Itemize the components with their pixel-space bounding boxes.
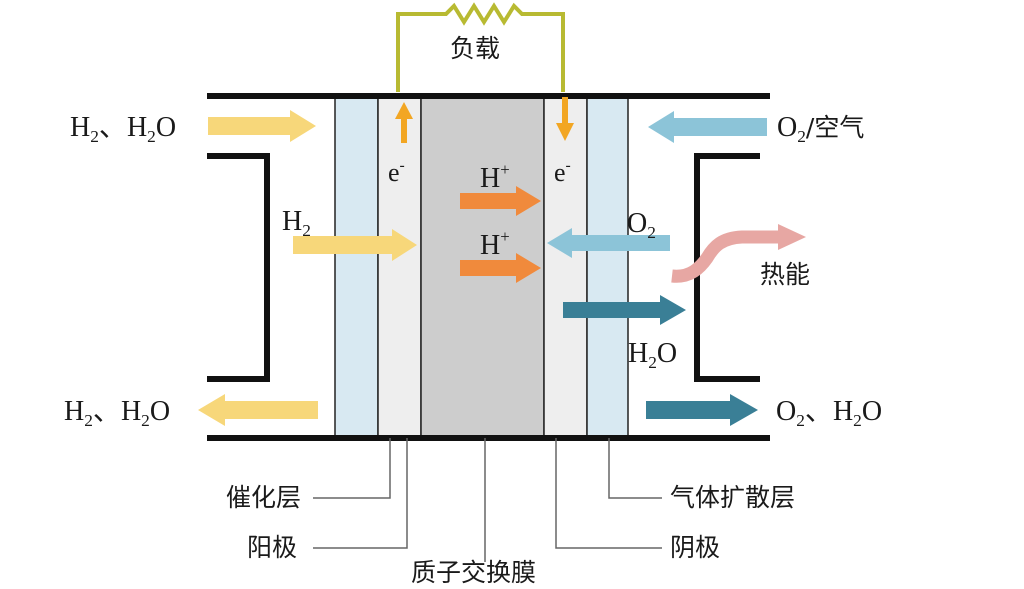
oxygen-inner-label: O2 — [627, 208, 656, 243]
anode-catalyst-layer — [377, 96, 422, 439]
anode-outlet-arrow-icon — [198, 394, 318, 426]
anode-inlet-label: H2、H2O — [70, 112, 177, 147]
proton-1-label: H+ — [480, 160, 510, 194]
cathode-outlet-arrow-icon — [646, 394, 758, 426]
electron-arrow-down-icon — [556, 123, 574, 141]
electron-arrow-up-icon — [395, 102, 413, 119]
oxygen-arrow-icon — [547, 228, 670, 258]
water-inner-label: H2O — [628, 338, 678, 373]
anode-outlet-label: H2、H2O — [64, 396, 171, 431]
load-label: 负载 — [450, 34, 501, 63]
anode-flow-channel — [207, 153, 270, 382]
cathode-catalyst-layer — [543, 96, 588, 439]
cathode-inlet-arrow-icon — [648, 111, 767, 143]
heat-arrowhead-icon — [778, 224, 806, 250]
cathode-outlet-label: O2、H2O — [776, 396, 883, 431]
anode-label: 阳极 — [247, 533, 298, 562]
catalyst-layer-leader — [313, 438, 391, 499]
gas-diffusion-layer-leader — [608, 438, 662, 499]
resistor-icon — [396, 2, 565, 92]
gas-diffusion-layer-label: 气体扩散层 — [670, 483, 796, 512]
heat-wave-arrow-icon — [671, 230, 780, 283]
electron-right-label: e- — [554, 157, 571, 187]
cathode-leader — [555, 438, 662, 549]
proton-arrow-2-icon — [460, 253, 541, 283]
cathode-label: 阴极 — [670, 533, 721, 562]
cathode-inlet-label: O2/空气 — [777, 112, 865, 147]
water-arrow-icon — [563, 295, 686, 325]
electron-left-label: e- — [388, 157, 405, 187]
anode-gas-diffusion-layer — [334, 96, 379, 439]
catalyst-layer-label: 催化层 — [226, 483, 302, 512]
heat-label: 热能 — [760, 260, 811, 289]
membrane-label: 质子交换膜 — [411, 558, 537, 587]
proton-arrow-1-icon — [460, 186, 541, 216]
cathode-gas-diffusion-layer — [586, 96, 629, 439]
hydrogen-arrow-icon — [293, 229, 417, 261]
anode-leader — [313, 438, 408, 549]
proton-2-label: H+ — [480, 227, 510, 261]
anode-inlet-arrow-icon — [208, 110, 316, 142]
hydrogen-inner-label: H2 — [282, 206, 311, 241]
